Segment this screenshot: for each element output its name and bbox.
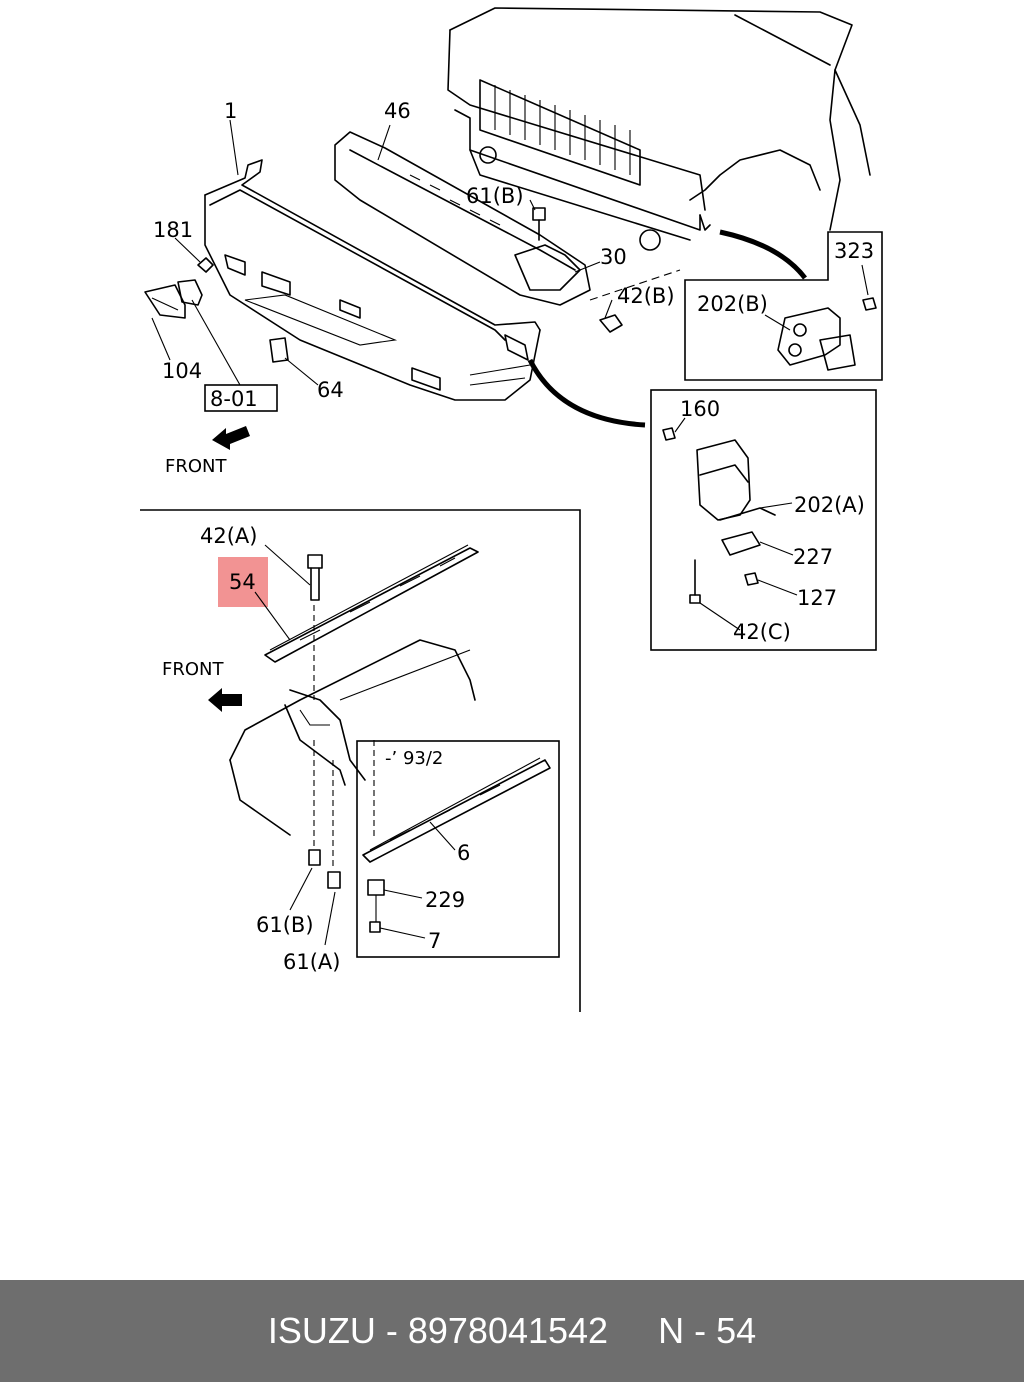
- callout-227: 227: [793, 545, 833, 569]
- leader-lines-top: [151, 119, 681, 386]
- detail-box-a: [650, 389, 877, 651]
- callout-61b-bottom: 61(B): [256, 913, 314, 937]
- footer-part-number: ISUZU - 8978041542 N - 54: [267, 1310, 757, 1351]
- front-arrow-bottom: [208, 688, 242, 712]
- front-label-bottom: FRONT: [162, 659, 224, 680]
- front-arrow-top: [212, 426, 250, 450]
- callout-46: 46: [384, 99, 411, 123]
- footer-bar: ISUZU - 8978041542 N - 54: [0, 1280, 1024, 1382]
- detail-arrows: [527, 229, 807, 428]
- callout-42b: 42(B): [617, 284, 675, 308]
- callout-323: 323: [834, 239, 874, 263]
- callout-229: 229: [425, 888, 465, 912]
- callout-6: 6: [457, 841, 470, 865]
- callout-30: 30: [600, 245, 627, 269]
- bolt-61a: [327, 871, 341, 889]
- bumper-reinforcement: [334, 131, 591, 306]
- callout-202a: 202(A): [794, 493, 865, 517]
- callout-93-2: -’ 93/2: [385, 748, 443, 769]
- callout-42a: 42(A): [200, 524, 257, 548]
- callout-7: 7: [428, 929, 441, 953]
- callout-127: 127: [797, 586, 837, 610]
- bolt-61b-bottom: [308, 849, 321, 866]
- callout-8-01: 8-01: [210, 387, 258, 411]
- callout-1: 1: [224, 99, 237, 123]
- ref-8-01-box: [204, 384, 278, 412]
- bracket-104: [144, 284, 186, 319]
- callout-42c: 42(C): [733, 620, 791, 644]
- leader-lines-bottom: [254, 544, 336, 946]
- front-label-top: FRONT: [165, 456, 227, 477]
- detail-box-93: [356, 740, 560, 958]
- callout-61b-top: 61(B): [466, 184, 524, 208]
- stiffener-bar-54: [264, 544, 479, 663]
- callout-181: 181: [153, 218, 193, 242]
- parts-diagram: 1 46 61(B) 181 30 42(B) 104 64 8-01 FRON…: [140, 7, 883, 1012]
- truck-front-illustration: [447, 7, 871, 251]
- callout-54: 54: [229, 570, 256, 594]
- callout-61a: 61(A): [283, 950, 340, 974]
- callout-labels: 1 46 61(B) 181 30 42(B) 104 64 8-01 FRON…: [153, 99, 874, 974]
- callout-104: 104: [162, 359, 202, 383]
- grille: [494, 85, 631, 175]
- callout-64: 64: [317, 378, 344, 402]
- pad-8-01: [177, 279, 203, 306]
- detail-box-b: [684, 231, 883, 381]
- lower-section-frame: [140, 509, 581, 1012]
- bolt-42b: [599, 314, 623, 333]
- callout-160: 160: [680, 397, 720, 421]
- underbody-frame: [229, 639, 476, 836]
- callout-202b: 202(B): [697, 292, 768, 316]
- front-bumper: [204, 159, 541, 401]
- screw-181: [197, 257, 214, 273]
- bolt-61b-top: [532, 207, 546, 241]
- bolt-42a: [307, 554, 323, 601]
